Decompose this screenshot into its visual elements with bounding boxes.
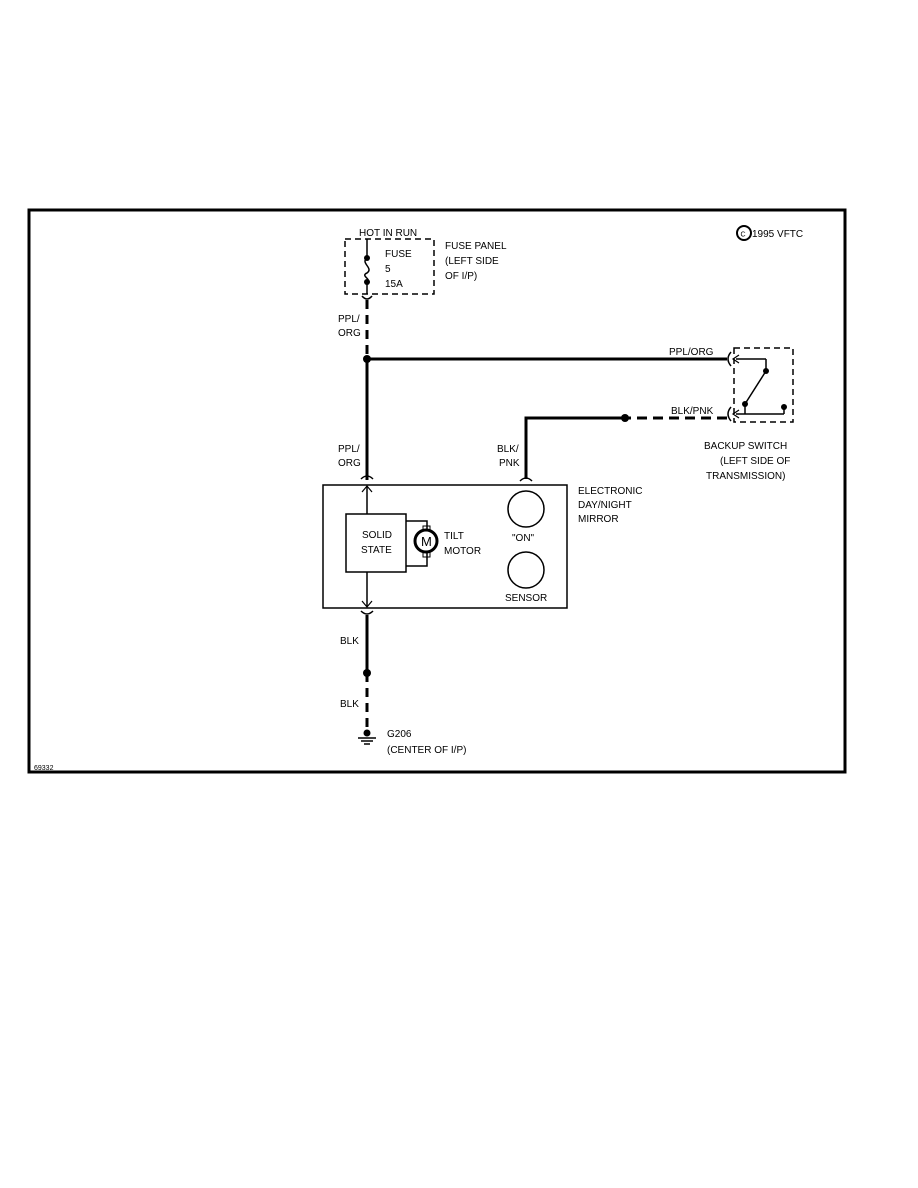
wire-label-blk-pnk-mid-1: BLK/ [497,444,519,455]
fuse-panel-label-1: FUSE PANEL [445,241,507,252]
mirror-label-2: DAY/NIGHT [578,500,632,511]
sensor-label: SENSOR [505,593,547,604]
tilt-motor-icon [413,528,439,554]
wire-blk-pnk-to-mirror [524,416,625,479]
connector-switch-bottom [727,406,732,422]
mirror-box [322,484,568,609]
power-source-label: HOT IN RUN [359,228,417,239]
ground-icon [358,737,376,745]
solid-state-label-2: STATE [361,545,392,556]
fuse-number: 5 [385,264,391,275]
motor-symbol: M [421,534,432,549]
connector-fuse-bottom [361,295,373,300]
sensor-icon [507,551,545,589]
wire-label-ppl-org-top-1: PPL/ [338,314,360,325]
fuse-panel-label-3: OF I/P) [445,271,477,282]
tilt-motor-label-1: TILT [444,531,464,542]
wire-label-blk-1: BLK [340,636,359,647]
wire-label-ppl-org-right: PPL/ORG [669,347,714,358]
wire-label-ppl-org-top-2: ORG [338,328,361,339]
diagram-frame [27,208,847,774]
connector-switch-top [727,351,732,367]
fuse-panel-box [344,238,435,295]
connector-mirror-ground [360,610,374,615]
ground-location: (CENTER OF I/P) [387,745,466,756]
wire-label-ppl-org-mid-2: ORG [338,458,361,469]
connector-mirror-blk-pnk [519,477,533,482]
backup-switch-box [733,347,794,423]
ground-id: G206 [387,729,412,740]
wire-label-blk-2: BLK [340,699,359,710]
switch-contact-bottom [781,404,787,410]
fuse-rating: 15A [385,279,403,290]
backup-switch-label-1: BACKUP SWITCH [704,441,787,452]
figure-id: 69332 [34,765,54,772]
connector-mirror-ppl-org [360,475,374,480]
backup-switch-label-2: (LEFT SIDE OF [720,456,790,467]
fuse-icon [364,257,370,283]
on-indicator-label: "ON" [512,533,535,544]
backup-switch-label-3: TRANSMISSION) [706,471,785,482]
fuse-name: FUSE [385,249,412,260]
mirror-label-1: ELECTRONIC [578,486,642,497]
wire-label-blk-pnk-mid-2: PNK [499,458,520,469]
copyright-symbol: C [741,232,746,239]
switch-blade [744,370,767,405]
fuse-panel-label-2: (LEFT SIDE [445,256,499,267]
wire-label-ppl-org-mid-1: PPL/ [338,444,360,455]
solid-state-module [345,513,407,573]
solid-state-label-1: SOLID [362,530,392,541]
tilt-motor-label-2: MOTOR [444,546,481,557]
on-indicator-icon [507,490,545,528]
mirror-label-3: MIRROR [578,514,619,525]
copyright-text: 1995 VFTC [752,229,803,240]
copyright-icon [736,225,752,241]
ground-terminal [363,729,371,737]
wire-label-blk-pnk-right: BLK/PNK [671,406,714,417]
